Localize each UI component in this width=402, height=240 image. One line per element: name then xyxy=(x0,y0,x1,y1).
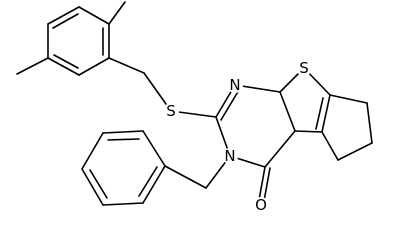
bond xyxy=(47,6,80,25)
atom-label-o: O xyxy=(255,196,267,214)
atom-label-s: S xyxy=(166,102,176,120)
atom-s-thiophene: S xyxy=(296,59,312,77)
bond xyxy=(366,102,373,144)
atom-label-n: N xyxy=(229,76,240,94)
atom-label-n: N xyxy=(224,147,235,165)
bond xyxy=(142,165,166,204)
atom-label-s: S xyxy=(299,59,309,77)
bond xyxy=(16,57,49,75)
bond xyxy=(321,131,339,161)
bond xyxy=(138,166,158,197)
bond xyxy=(315,97,324,130)
bond xyxy=(52,13,79,29)
atom-n-upper: N xyxy=(227,76,243,94)
bond xyxy=(220,89,240,121)
bond xyxy=(263,167,271,202)
bond xyxy=(81,132,104,170)
atom-labels: S N S N O xyxy=(163,59,312,214)
bond xyxy=(164,165,207,189)
molecule-structure-diagram: S N S N O xyxy=(16,1,373,214)
bond xyxy=(329,94,368,104)
bond xyxy=(258,166,266,201)
atom-o-carbonyl: O xyxy=(253,196,269,214)
atom-s-linker: S xyxy=(163,102,179,120)
bond xyxy=(89,169,108,199)
bond xyxy=(108,1,126,25)
bond xyxy=(279,91,296,132)
bond xyxy=(142,130,166,167)
bond xyxy=(107,138,140,141)
bond xyxy=(337,142,373,161)
bond-lines xyxy=(16,1,373,206)
bond xyxy=(321,94,331,133)
bond xyxy=(108,57,145,74)
bond xyxy=(78,57,110,76)
bond xyxy=(102,202,144,206)
bond xyxy=(47,57,80,76)
bond xyxy=(264,130,296,168)
bond xyxy=(102,130,144,134)
bond xyxy=(53,54,79,69)
bond xyxy=(294,130,323,133)
bond xyxy=(81,168,104,206)
atom-n-lower: N xyxy=(222,147,238,165)
bond xyxy=(78,6,110,25)
